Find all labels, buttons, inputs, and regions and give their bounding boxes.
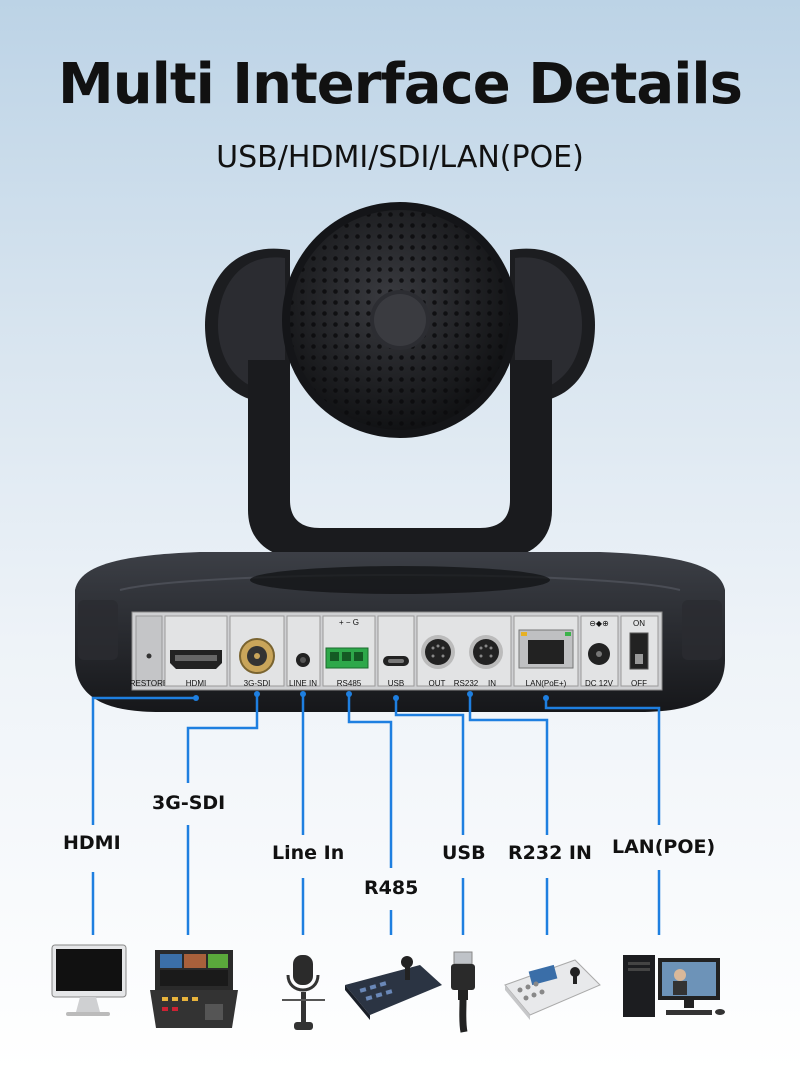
desktop-computer-icon [623, 955, 725, 1017]
hdmi-port-label: HDMI [186, 679, 206, 688]
power-on-label: ON [633, 619, 645, 628]
usb-port-label: USB [388, 679, 404, 688]
usb-cable-icon [451, 951, 475, 1033]
monitor-icon [51, 944, 127, 1016]
camera-bracket [248, 360, 552, 560]
svg-text:⊖◆⊕: ⊖◆⊕ [589, 619, 609, 628]
callout-usb: USB [442, 842, 486, 864]
callout-hdmi: HDMI [63, 832, 121, 854]
interface-panel: RESTORE HDMI 3G-SDI LINE IN + − G RS485 … [130, 611, 663, 691]
lan-port-label: LAN(PoE+) [526, 679, 567, 688]
leader-line-r485 [347, 694, 393, 868]
rs485-port-label: RS485 [337, 679, 362, 688]
callout-r485: R485 [364, 877, 419, 899]
leader-lines [91, 694, 661, 935]
dc-port-label: DC 12V [585, 679, 614, 688]
leader-line-hdmi [91, 696, 196, 825]
sdi-port-label: 3G-SDI [244, 679, 271, 688]
rs485-polarity-label: + − G [339, 618, 359, 627]
restore-label: RESTORE [130, 679, 169, 688]
callout-sdi: 3G-SDI [152, 792, 226, 814]
power-off-label: OFF [631, 679, 647, 688]
video-switcher-icon [150, 950, 238, 1028]
ptz-keyboard-icon [345, 956, 442, 1020]
rs232-label: RS232 [454, 679, 479, 688]
leader-line-sdi [186, 694, 259, 783]
callout-r232: R232 IN [508, 842, 592, 864]
callout-line-in: Line In [272, 842, 345, 864]
callout-lan: LAN(POE) [612, 836, 716, 858]
microphone-icon [282, 955, 325, 1030]
leader-line-lan [544, 698, 661, 825]
camera-side-pod-right [510, 248, 595, 404]
leader-line-usb [394, 698, 465, 835]
rs232-in-label: IN [488, 679, 496, 688]
page-title: Multi Interface Details [58, 52, 743, 117]
page-subtitle: USB/HDMI/SDI/LAN(POE) [216, 140, 584, 175]
joystick-controller-icon [504, 959, 601, 1020]
line-in-port-label: LINE IN [289, 679, 317, 688]
leader-line-r232 [468, 694, 549, 835]
rs232-out-label: OUT [429, 679, 446, 688]
